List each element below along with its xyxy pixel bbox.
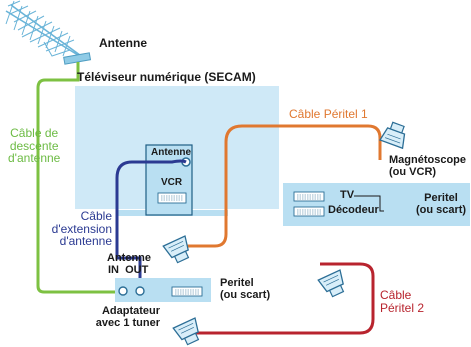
cable-descente-label: Câble de descente d'antenne	[8, 126, 61, 166]
vcr-peritel-label: Peritel (ou scart)	[415, 192, 467, 216]
vcr-decoder-label: Décodeur	[328, 204, 379, 216]
vcr-box	[283, 183, 470, 226]
antenna-icon	[5, 0, 92, 65]
adapter-box	[115, 278, 211, 302]
scart-plug-icon	[379, 121, 406, 150]
scart-plug-icon	[172, 317, 200, 346]
scart-plug-icon	[162, 235, 190, 264]
antenna-title: Antenne	[99, 36, 147, 50]
cable-peritel-1-label: Câble Péritel 1	[289, 107, 368, 121]
adapter-peritel-label: Peritel (ou scart)	[220, 277, 271, 301]
cable-extension-label: Câble d'extension d'antenne	[51, 209, 112, 249]
adapter-antenna-label: Antenne	[107, 252, 151, 264]
tv-set	[75, 86, 279, 216]
antenna-extension-cable	[115, 159, 187, 290]
cable-peritel-2-label: Câble Péritel 2	[380, 288, 425, 315]
adapter-in-out-label: IN OUT	[108, 264, 149, 276]
tv-title: Téléviseur numérique (SECAM)	[77, 70, 256, 84]
peritel-2-cable	[188, 262, 375, 335]
vcr-name-label: Magnétoscope (ou VCR)	[389, 154, 467, 178]
peritel-1-cable	[185, 124, 382, 248]
scart-plug-icon	[317, 269, 345, 298]
tv-vcr-port-label: VCR	[161, 177, 183, 188]
tv-antenna-port-label: Antenne	[151, 147, 191, 158]
vcr-tv-label: TV	[340, 189, 355, 201]
antenna-descent-cable	[36, 62, 121, 294]
adapter-name-label: Adaptateur avec 1 tuner	[95, 305, 160, 329]
